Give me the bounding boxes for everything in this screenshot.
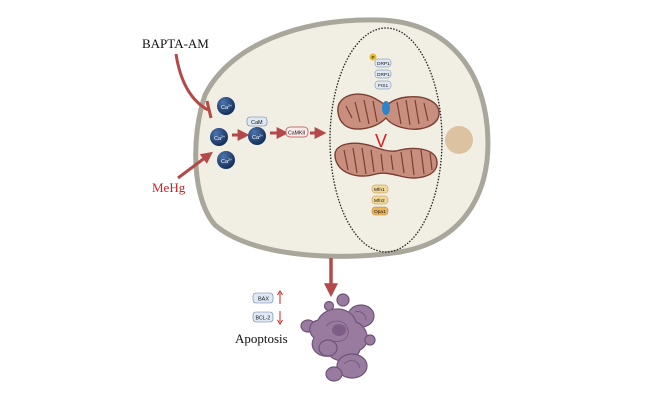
bapta-inhibition-bar: [205, 100, 213, 119]
svg-text:BAX: BAX: [258, 297, 269, 303]
svg-text:CaM: CaM: [251, 120, 263, 126]
calcium-ion-top: Ca2+: [217, 97, 235, 115]
svg-text:Opa1: Opa1: [374, 209, 386, 215]
dotted-compartment: [329, 27, 443, 253]
opa1-box: Opa1: [371, 206, 389, 216]
apoptosis-label: Apoptosis: [235, 331, 288, 346]
mitochondrion-fission: [337, 93, 440, 130]
bapta-label: BAPTA-AM: [142, 36, 209, 51]
mitochondrion-fused: [334, 142, 438, 179]
svg-text:Ca2+: Ca2+: [214, 135, 225, 142]
apoptotic-nucleus-fragment: [332, 324, 346, 336]
svg-text:Ca2+: Ca2+: [221, 104, 232, 111]
cam-box: CaM: [246, 116, 268, 127]
svg-text:Ca2+: Ca2+: [221, 158, 232, 165]
calcium-cam-complex: Ca2+: [248, 127, 266, 145]
drp1-box: DRP1: [374, 69, 392, 79]
apoptotic-cell-detail: [325, 311, 367, 369]
svg-text:P: P: [372, 55, 375, 60]
fis1-constriction: [382, 101, 390, 115]
mfn1-box: Mfn1: [371, 184, 389, 194]
bcl2-box: BCL-2: [252, 311, 274, 323]
fis1-box: FIS1: [374, 80, 392, 90]
calcium-ion-bottom: Ca2+: [217, 151, 235, 169]
mehg-arrow: [177, 151, 213, 180]
svg-text:Mfn1: Mfn1: [374, 187, 385, 193]
svg-text:DRP1: DRP1: [377, 61, 390, 67]
svg-text:CaMKII: CaMKII: [288, 131, 305, 137]
comparison-sign: V: [375, 131, 387, 151]
svg-text:BCL-2: BCL-2: [256, 316, 271, 322]
svg-text:Ca2+: Ca2+: [252, 134, 263, 141]
svg-text:Mfn2: Mfn2: [374, 198, 385, 204]
nucleus: [445, 126, 473, 154]
bcl2-down-arrow-icon: [277, 311, 283, 325]
bax-up-arrow-icon: [277, 290, 283, 304]
bapta-inhibition-line: [174, 53, 209, 112]
cell-membrane: [193, 17, 491, 259]
camkii-box: CaMKII: [285, 126, 309, 138]
phospho-badge: P: [369, 53, 377, 61]
svg-text:FIS1: FIS1: [378, 83, 388, 89]
bax-box: BAX: [252, 292, 274, 304]
mehg-label: MeHg: [152, 180, 186, 195]
calcium-ion-middle: Ca2+: [210, 128, 228, 146]
drp1-phospho-box: DRP1: [374, 58, 392, 68]
mfn2-box: Mfn2: [371, 195, 389, 205]
apoptotic-cell: [300, 293, 376, 382]
svg-text:DRP1: DRP1: [377, 72, 390, 78]
